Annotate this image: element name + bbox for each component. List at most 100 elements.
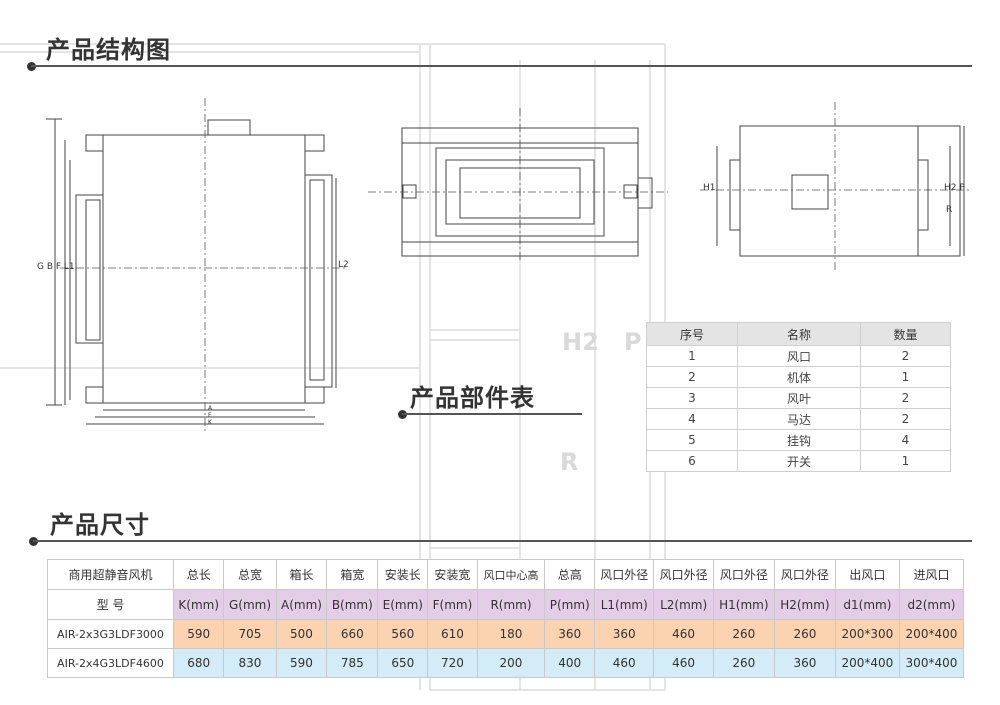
size-cell: 260 — [712, 619, 775, 649]
parts-cell: 1 — [860, 450, 951, 472]
size-header-cell: 箱宽 — [326, 559, 379, 590]
size-cell: 660 — [326, 619, 379, 649]
side-r-label: R — [946, 205, 953, 215]
size-cell: AIR-2x4G3LDF4600 — [47, 648, 174, 678]
table-row: 6 开关 1 — [646, 450, 951, 472]
table-row: 5 挂钩 4 — [646, 429, 951, 451]
size-header-cell: 总宽 — [223, 559, 277, 590]
size-header-cell: 风口中心高 — [476, 559, 546, 590]
size-header-cell: 总长 — [172, 559, 225, 590]
size-section-title: 产品尺寸 — [50, 511, 150, 539]
size-cell: 785 — [326, 648, 379, 678]
size-cell: 260 — [712, 648, 775, 678]
parts-cell: 4 — [860, 429, 951, 451]
size-unit-cell: H1(mm) — [712, 589, 775, 620]
size-unit-cell: E(mm) — [377, 589, 429, 620]
size-header-cell: 风口外径 — [773, 559, 836, 590]
size-unit-cell: d2(mm) — [898, 589, 965, 620]
size-cell: 180 — [476, 619, 546, 649]
size-table: 商用超静音风机 总长 总宽 箱长 箱宽 安装长 安装宽 风口中心高 总高 风口外… — [47, 559, 965, 678]
parts-table-header: 序号 名称 数量 — [646, 322, 951, 346]
size-cell: 720 — [427, 648, 478, 678]
watermark-r: R — [560, 448, 579, 476]
size-table-units: 型 号 K(mm) G(mm) A(mm) B(mm) E(mm) F(mm) … — [47, 589, 965, 620]
table-row: AIR-2x3G3LDF3000 590 705 500 660 560 610… — [47, 619, 965, 649]
size-cell: 360 — [773, 648, 836, 678]
size-cell: 400 — [544, 648, 596, 678]
size-cell: 460 — [653, 619, 714, 649]
front-bottom-e-label: E — [208, 412, 212, 419]
size-unit-cell: P(mm) — [544, 589, 596, 620]
parts-cell: 机体 — [737, 366, 861, 388]
size-cell: 830 — [223, 648, 277, 678]
front-view-drawing — [46, 118, 337, 425]
size-header-cell: 安装长 — [377, 559, 429, 590]
side-h1-label: H1 — [703, 183, 716, 193]
parts-header-name: 名称 — [737, 322, 861, 346]
table-row: 1 风口 2 — [646, 345, 951, 367]
size-cell: 560 — [377, 619, 429, 649]
table-row: AIR-2x4G3LDF4600 680 830 590 785 650 720… — [47, 648, 965, 678]
parts-cell: 2 — [860, 387, 951, 409]
size-cell: 460 — [653, 648, 714, 678]
front-left-dim-label: G B F L1 — [37, 262, 75, 272]
table-row: 4 马达 2 — [646, 408, 951, 430]
parts-cell: 风叶 — [737, 387, 861, 409]
size-header-cell: 出风口 — [834, 559, 900, 590]
size-unit-cell: B(mm) — [326, 589, 379, 620]
size-cell: 680 — [172, 648, 225, 678]
parts-table: 序号 名称 数量 1 风口 2 2 机体 1 3 风叶 2 4 马达 2 5 挂… — [646, 322, 951, 472]
front-right-dim-label: L2 — [338, 260, 349, 270]
size-header-cell: 箱长 — [275, 559, 328, 590]
parts-cell: 2 — [860, 408, 951, 430]
size-cell: 260 — [773, 619, 836, 649]
parts-cell: 2 — [860, 345, 951, 367]
size-rule — [33, 540, 972, 542]
size-header-cell: 安装宽 — [427, 559, 478, 590]
size-cell: 500 — [275, 619, 328, 649]
parts-cell: 6 — [646, 450, 738, 472]
watermark-p: P — [624, 328, 642, 356]
size-unit-cell: R(mm) — [476, 589, 546, 620]
parts-cell: 2 — [646, 366, 738, 388]
structure-rule — [31, 65, 972, 67]
size-unit-cell: 型 号 — [47, 589, 174, 620]
parts-cell: 马达 — [737, 408, 861, 430]
table-row: 2 机体 1 — [646, 366, 951, 388]
size-cell: 590 — [275, 648, 328, 678]
side-view-drawing — [716, 125, 965, 257]
size-unit-cell: L2(mm) — [653, 589, 714, 620]
structure-section-title: 产品结构图 — [46, 36, 171, 64]
parts-section-title: 产品部件表 — [410, 384, 535, 412]
parts-header-qty: 数量 — [860, 322, 951, 346]
size-cell: AIR-2x3G3LDF3000 — [47, 619, 174, 649]
size-header-cell: 商用超静音风机 — [47, 559, 174, 590]
side-h2p-label: H2 P — [944, 183, 965, 193]
parts-cell: 开关 — [737, 450, 861, 472]
size-cell: 200*400 — [898, 619, 965, 649]
parts-cell: 挂钩 — [737, 429, 861, 451]
size-unit-cell: d1(mm) — [834, 589, 900, 620]
size-cell: 200*300 — [834, 619, 900, 649]
size-header-cell: 风口外径 — [653, 559, 714, 590]
size-header-cell: 总高 — [544, 559, 596, 590]
size-cell: 610 — [427, 619, 478, 649]
parts-header-no: 序号 — [646, 322, 738, 346]
size-cell: 590 — [172, 619, 225, 649]
parts-cell: 3 — [646, 387, 738, 409]
size-table-header: 商用超静音风机 总长 总宽 箱长 箱宽 安装长 安装宽 风口中心高 总高 风口外… — [47, 559, 965, 590]
size-header-cell: 风口外径 — [712, 559, 775, 590]
parts-cell: 1 — [860, 366, 951, 388]
size-cell: 705 — [223, 619, 277, 649]
size-cell: 360 — [594, 619, 655, 649]
size-unit-cell: G(mm) — [223, 589, 277, 620]
table-row: 3 风叶 2 — [646, 387, 951, 409]
front-bottom-k-label: K — [208, 419, 212, 426]
size-unit-cell: F(mm) — [427, 589, 478, 620]
parts-rule — [402, 413, 582, 415]
size-header-cell: 进风口 — [898, 559, 965, 590]
size-cell: 460 — [594, 648, 655, 678]
size-unit-cell: A(mm) — [275, 589, 328, 620]
front-bottom-a-label: A — [208, 405, 213, 412]
